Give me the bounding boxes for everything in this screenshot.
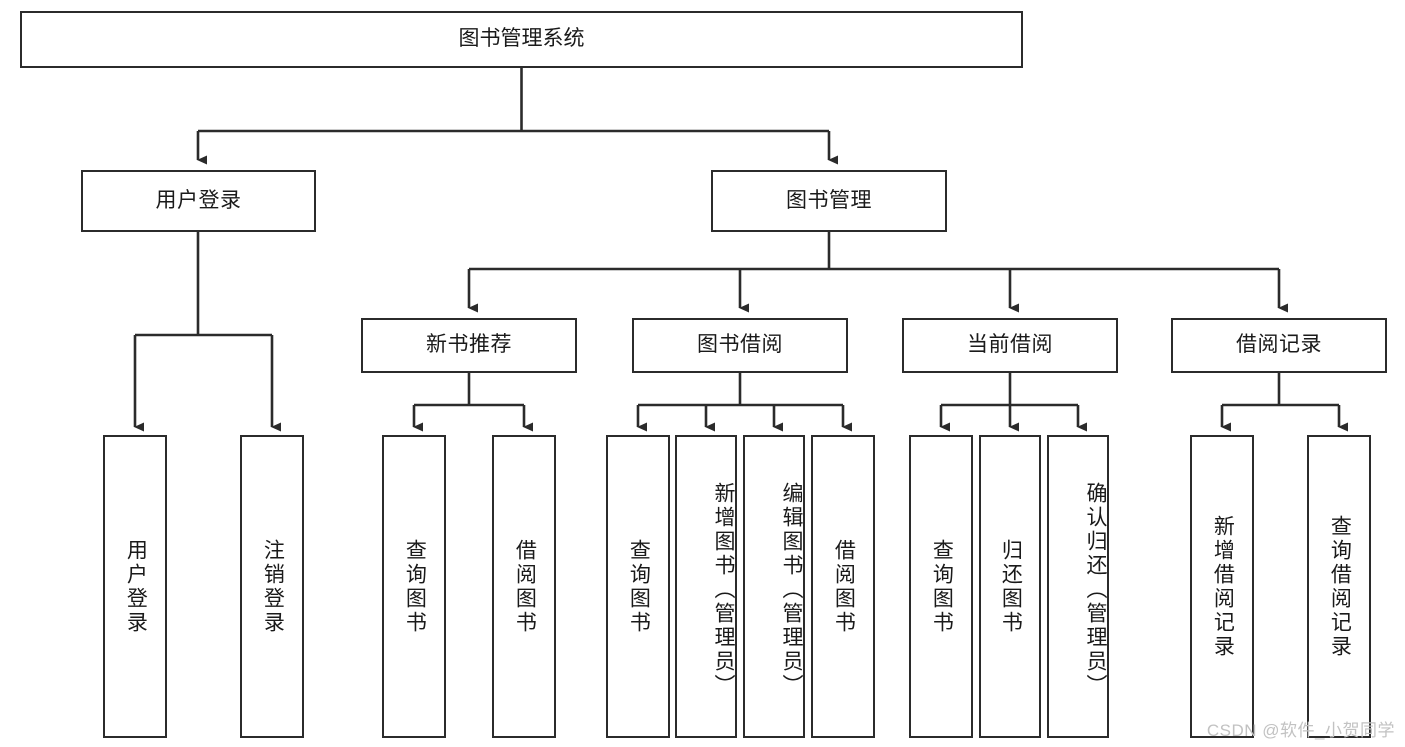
node-label: 查询借阅记录 — [1328, 514, 1352, 659]
node-leaf-add-book-admin[interactable]: 新增图书（管理员） — [675, 435, 737, 738]
node-label: 图书管理系统 — [458, 27, 585, 51]
node-current-borrow[interactable]: 当前借阅 — [902, 318, 1118, 373]
node-root-book-management-system[interactable]: 图书管理系统 — [20, 11, 1023, 68]
node-label: 确认归还（管理员） — [1084, 481, 1107, 698]
node-label: 当前借阅 — [967, 333, 1053, 357]
node-label: 查询图书 — [627, 538, 651, 635]
node-label: 注销登录 — [261, 538, 285, 635]
node-borrow-record[interactable]: 借阅记录 — [1171, 318, 1387, 373]
node-leaf-query-book-rec[interactable]: 查询图书 — [382, 435, 446, 738]
node-leaf-query-borrow-record[interactable]: 查询借阅记录 — [1307, 435, 1371, 738]
node-leaf-edit-book-admin[interactable]: 编辑图书（管理员） — [743, 435, 805, 738]
node-label: 查询图书 — [930, 538, 954, 635]
node-user-login[interactable]: 用户登录 — [81, 170, 316, 232]
node-leaf-add-borrow-record[interactable]: 新增借阅记录 — [1190, 435, 1254, 738]
node-leaf-user-login[interactable]: 用户登录 — [103, 435, 167, 738]
node-book-manage[interactable]: 图书管理 — [711, 170, 947, 232]
node-label: 图书管理 — [786, 188, 872, 212]
node-leaf-borrow-book-rec[interactable]: 借阅图书 — [492, 435, 556, 738]
node-label: 新书推荐 — [426, 333, 512, 357]
node-label: 查询图书 — [403, 538, 427, 635]
node-leaf-query-book-current[interactable]: 查询图书 — [909, 435, 973, 738]
node-leaf-query-book-borrow[interactable]: 查询图书 — [606, 435, 670, 738]
node-label: 用户登录 — [155, 188, 242, 212]
node-label: 用户登录 — [124, 538, 148, 635]
node-book-borrow[interactable]: 图书借阅 — [632, 318, 848, 373]
node-leaf-confirm-return-admin[interactable]: 确认归还（管理员） — [1047, 435, 1109, 738]
node-new-book-recommendation[interactable]: 新书推荐 — [361, 318, 577, 373]
node-label: 新增借阅记录 — [1211, 514, 1235, 659]
node-leaf-return-book[interactable]: 归还图书 — [979, 435, 1041, 738]
node-label: 借阅图书 — [832, 538, 856, 635]
node-label: 新增图书（管理员） — [712, 481, 735, 698]
node-label: 图书借阅 — [697, 333, 783, 357]
node-label: 归还图书 — [999, 538, 1023, 635]
csdn-watermark: CSDN @软件_小贺同学 — [1206, 721, 1395, 740]
node-label: 借阅图书 — [513, 538, 537, 635]
node-leaf-borrow-book-borrow[interactable]: 借阅图书 — [811, 435, 875, 738]
node-leaf-logout[interactable]: 注销登录 — [240, 435, 304, 738]
node-label: 借阅记录 — [1236, 333, 1322, 357]
node-label: 编辑图书（管理员） — [780, 481, 803, 698]
